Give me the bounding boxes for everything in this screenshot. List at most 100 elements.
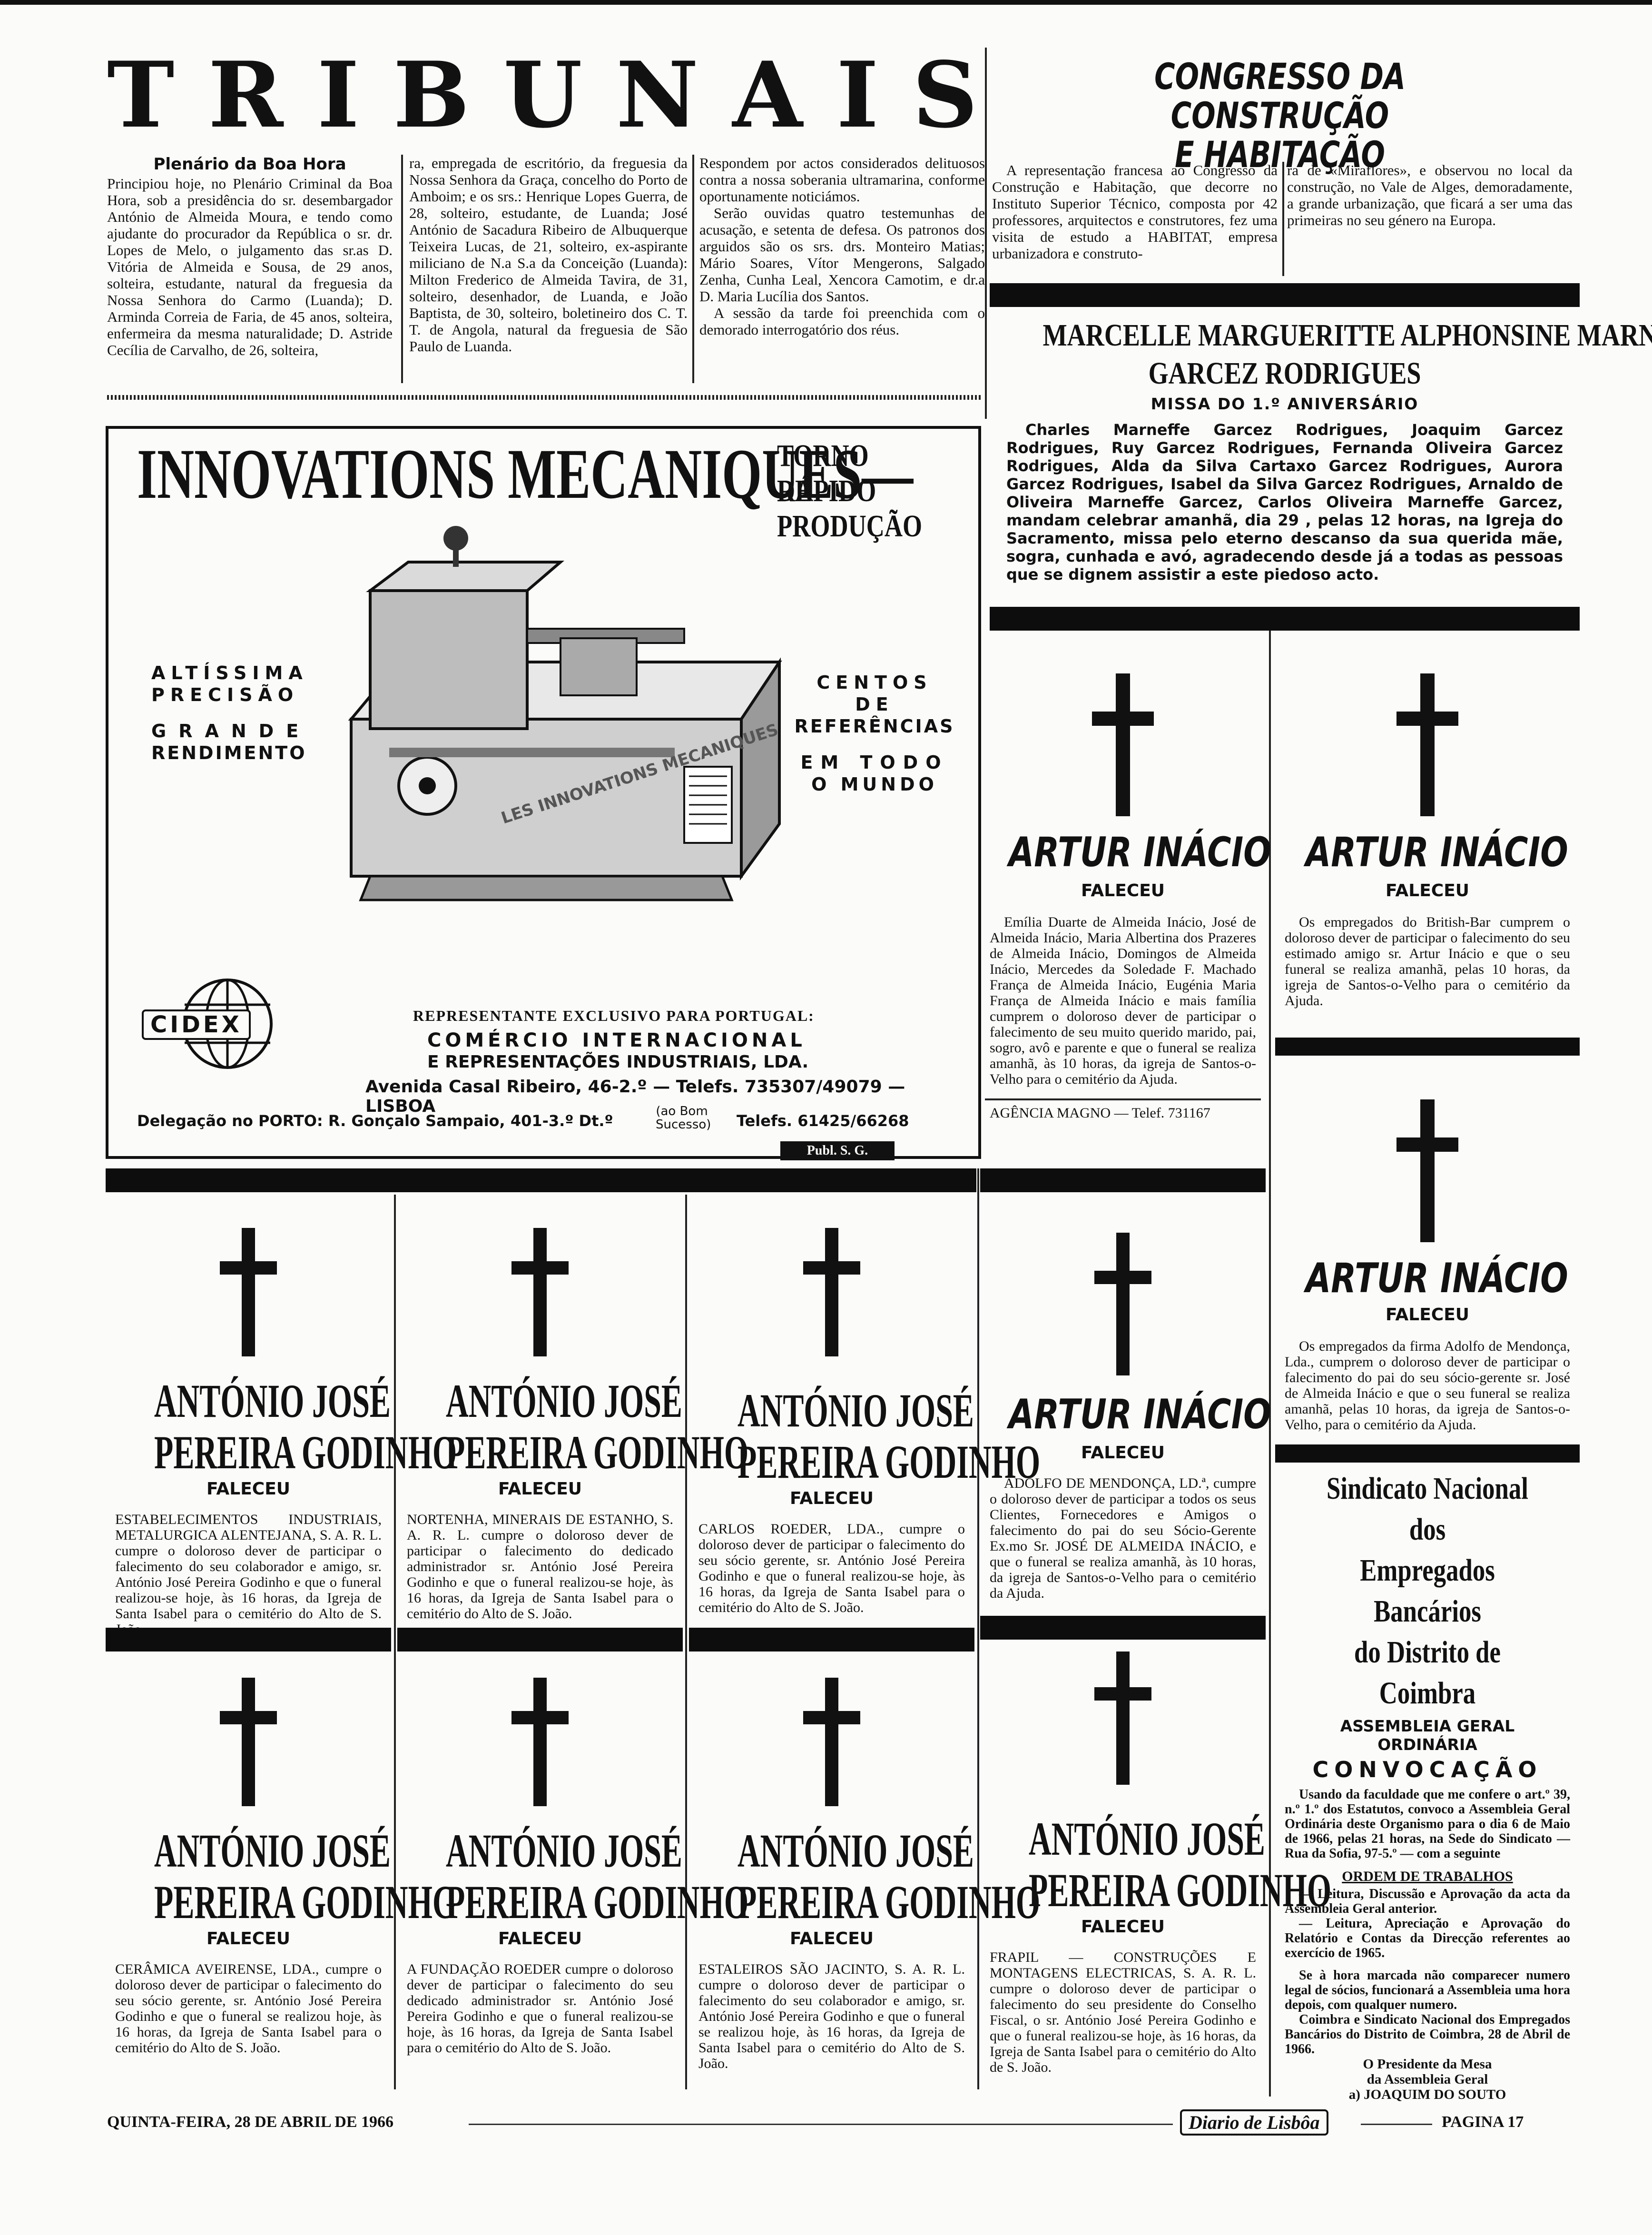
- obituary-godinho-4: ANTÓNIO JOSÉ PEREIRA GODINHG FALECEU CER…: [106, 1659, 457, 2097]
- obituary-faleceu: FALECEU: [789, 1489, 874, 1508]
- obituary-faleceu: FALECEU: [789, 1929, 874, 1948]
- black-rule: [980, 1168, 1266, 1192]
- black-rule: [106, 1628, 391, 1652]
- sindicato-title-4: do Distrito de Coimbra: [1354, 1635, 1501, 1711]
- congresso-col-2: ra de «Miraflores», e observou no local …: [1287, 162, 1573, 228]
- obituary-name: ARTUR INÁCIO: [1306, 1255, 1568, 1302]
- ad-right-2: REFERÊNCIAS: [794, 716, 955, 737]
- ad-right-4: O MUNDO: [811, 774, 938, 795]
- obituary-text: Emília Duarte de Almeida Inácio, José de…: [990, 914, 1256, 1087]
- ad-right-1: CENTOS DE: [816, 672, 933, 715]
- congresso-col-1: A representação francesa ao Congresso da…: [992, 162, 1278, 262]
- column-rule: [1282, 162, 1284, 276]
- marneffe-text: Charles Marneffe Garcez Rodrigues, Joaqu…: [1006, 421, 1563, 583]
- cross-icon: [220, 1678, 277, 1806]
- divider: [107, 395, 983, 400]
- obituary-text: NORTENHA, MINERAIS DE ESTANHO, S. A. R. …: [407, 1512, 673, 1622]
- black-rule: [397, 1628, 683, 1652]
- obituary-godinho-6: ANTÓNIO JOSÉ PEREIRA GODINHO FALECEU EST…: [689, 1659, 1041, 2097]
- tribunais-par: Serão ouvidas quatro testemunhas de acus…: [699, 205, 985, 305]
- obituary-name: ARTUR INÁCIO: [1306, 829, 1568, 876]
- lathe-illustration: LES INNOVATIONS MECANIQUES: [348, 526, 782, 901]
- advertisement-innovations: INNOVATIONS MECANIQUES— TORNO RÁPIDO DE …: [106, 426, 981, 1159]
- newspaper-logo: Diario de Lisbôa: [1180, 2109, 1328, 2136]
- obituary-faleceu: FALECEU: [1081, 1443, 1165, 1463]
- obituary-name-1: ANTÓNIO JOSÉ: [154, 1375, 391, 1427]
- black-rule: [990, 607, 1580, 631]
- footer-rule: [469, 2124, 1173, 2125]
- obituary-godinho-1: ANTÓNIO JOSÉ PEREIRA GODINHO FALECEU EST…: [106, 1199, 457, 1637]
- obituary-artur-3: ARTUR INÁCIO FALECEU Os empregados da fi…: [1275, 1071, 1580, 1475]
- sindicato-title-1: Sindicato Nacional: [1327, 1471, 1528, 1506]
- marneffe-title-2: GARCEZ RODRIGUES: [1148, 356, 1421, 391]
- masthead-letter: B: [393, 42, 470, 148]
- obituary-faleceu: FALECEU: [498, 1929, 582, 1948]
- obituary-artur-1: ARTUR INÁCIO FALECEU Emília Duarte de Al…: [980, 640, 1271, 1164]
- obituary-name-2: PEREIRA GODINHO: [738, 1876, 1041, 1928]
- obituary-name-2: PEREIRA GODINHO: [738, 1435, 1041, 1488]
- cross-icon: [1094, 1652, 1151, 1785]
- ad-company-1: COMÉRCIO INTERNACIONAL: [427, 1029, 806, 1051]
- column-rule: [401, 155, 403, 383]
- ad-subtitle-1: TORNO RÁPIDO: [777, 438, 876, 508]
- black-rule: [689, 1628, 974, 1652]
- obituary-faleceu: FALECEU: [498, 1479, 582, 1499]
- sindicato-title-3: Empregados Bancários: [1360, 1553, 1495, 1629]
- ad-address: Avenida Casal Ribeiro, 46-2.º — Telefs. …: [365, 1077, 905, 1116]
- obituary-name-2: PEREIRA GODINHO: [1029, 1864, 1332, 1917]
- black-rule: [106, 1168, 976, 1192]
- obituary-godinho-5: ANTÓNIO JOSÉ PEREIRA GODINHO FALECEU A F…: [397, 1659, 748, 2097]
- black-rule: [990, 283, 1580, 307]
- column-rule: [977, 1168, 979, 2089]
- obituary-godinho-3: ANTÓNIO JOSÉ PEREIRA GODINHO FALECEU CAR…: [689, 1199, 1041, 1615]
- obituary-text: CARLOS ROEDER, LDA., cumpre o doloroso d…: [698, 1521, 965, 1615]
- sindicato-title-2: dos: [1409, 1512, 1446, 1547]
- masthead-letter: N: [616, 42, 699, 148]
- obituary-name-1: ANTÓNIO JOSÉ: [738, 1824, 974, 1877]
- obituary-faleceu: FALECEU: [1081, 1917, 1165, 1937]
- obituary-faleceu: FALECEU: [206, 1479, 291, 1499]
- obituary-text: FRAPIL — CONSTRUÇÕES E MONTAGENS ELECTRI…: [990, 1949, 1256, 2075]
- masthead-letter: S: [912, 42, 978, 148]
- tribunais-col-3: Respondem por actos considerados delituo…: [699, 155, 985, 378]
- black-rule: [1275, 1038, 1580, 1056]
- ad-left-2: PRECISÃO: [151, 684, 299, 705]
- cross-icon: [511, 1228, 569, 1356]
- obituary-text: Os empregados da firma Adolfo de Mendonç…: [1285, 1338, 1570, 1433]
- obituary-artur-4: ARTUR INÁCIO FALECEU ADOLFO DE MENDONÇA,…: [980, 1199, 1271, 1601]
- ad-right-text: CENTOS DE REFERÊNCIAS EM TODO O MUNDO: [794, 672, 955, 795]
- ad-left-3: GRANDE: [151, 721, 311, 742]
- sindicato-item-1: — Leitura, Discussão e Aprovação da acta…: [1285, 1887, 1570, 1916]
- congresso-header: CONGRESSO DA CONSTRUÇÃO E HABITAÇÃO: [990, 57, 1570, 174]
- obituary-name-1: ANTÓNIO JOSÉ: [1029, 1812, 1265, 1865]
- obituary-name: ARTUR INÁCIO: [1009, 829, 1271, 876]
- obituary-godinho-2: ANTÓNIO JOSÉ PEREIRA GODINHO FALECEU NOR…: [397, 1199, 749, 1622]
- black-rule: [980, 1616, 1266, 1640]
- column-rule: [1269, 631, 1271, 2097]
- ad-porto: Delegação no PORTO: R. Gonçalo Sampaio, …: [137, 1112, 613, 1130]
- marneffe-subtitle: MISSA DO 1.º ANIVERSÁRIO: [1150, 395, 1419, 413]
- obituary-faleceu: FALECEU: [206, 1929, 291, 1948]
- ad-right-3: EM TODO: [800, 752, 949, 773]
- ad-left-4: RENDIMENTO: [151, 742, 307, 763]
- sindicato-text-2: Se à hora marcada não comparecer numero …: [1285, 1968, 1570, 2012]
- obituary-name-2: PEREIRA GODINHO: [154, 1426, 457, 1479]
- masthead-letter: R: [208, 42, 284, 148]
- cross-icon: [511, 1678, 569, 1806]
- obituary-agency: AGÊNCIA MAGNO — Telef. 731167: [990, 1105, 1210, 1121]
- cross-icon: [803, 1228, 860, 1356]
- masthead-letter: U: [503, 42, 582, 148]
- ad-rep-label: REPRESENTANTE EXCLUSIVO PARA PORTUGAL:: [413, 1007, 815, 1024]
- tribunais-par: A sessão da tarde foi preenchida com o d…: [699, 305, 985, 338]
- sindicato-text-1: Usando da faculdade que me confere o art…: [1285, 1787, 1570, 1861]
- tribunais-subhead: Plenário da Boa Hora: [153, 155, 346, 174]
- obituary-name-2: PEREIRA GODINHO: [446, 1426, 749, 1479]
- obituary-text: A FUNDAÇÃO ROEDER cumpre o doloroso deve…: [407, 1961, 673, 2056]
- marneffe-notice: MARCELLE MARGUERITTE ALPHONSINE MARNEFFE…: [990, 316, 1652, 583]
- sindicato-item-2: — Leitura, Apreciação e Aprovação do Rel…: [1285, 1916, 1570, 1960]
- ad-left-1: ALTÍSSIMA: [151, 663, 308, 683]
- obituary-text: Os empregados do British-Bar cumprem o d…: [1285, 914, 1570, 1009]
- ad-subtitle-2: DE PRODUÇÃO: [777, 474, 923, 544]
- obituary-name-1: ANTÓNIO JOSÉ: [446, 1375, 682, 1427]
- sindicato-sub-1: ASSEMBLEIA GERAL: [1340, 1717, 1515, 1735]
